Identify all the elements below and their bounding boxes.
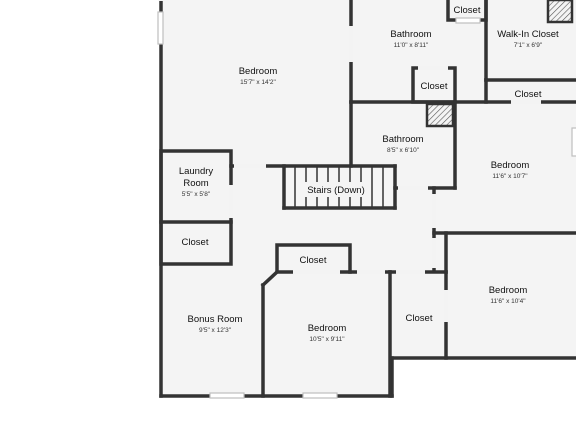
label-bedroom-right-lower: Bedroom: [489, 285, 528, 296]
label-bathroom-mid: Bathroom: [382, 134, 423, 145]
label-walkin-closet: Walk-In Closet: [497, 29, 559, 40]
windows: [157, 11, 576, 399]
dim-bonus-room: 9'5" x 12'3": [199, 327, 232, 334]
label-bedroom-bottom: Bedroom: [308, 323, 347, 334]
dim-bathroom-top: 11'0" x 8'11": [394, 42, 429, 49]
label-bathroom-top: Bathroom: [390, 29, 431, 40]
label-closet-bottom: Closet: [406, 313, 433, 324]
room-labels: Bedroom 15'7" x 14'2" Bathroom 11'0" x 8…: [179, 5, 559, 343]
label-closet-hall: Closet: [300, 255, 327, 266]
label-bedroom-right-upper: Bedroom: [491, 160, 530, 171]
label-closet-top: Closet: [454, 5, 481, 16]
label-bedroom-main: Bedroom: [239, 66, 278, 77]
dim-bedroom-bottom: 10'5" x 9'11": [309, 336, 345, 343]
floor-fill: [160, 0, 576, 398]
hatched-chase-icons: [425, 0, 574, 128]
dim-bathroom-mid: 8'5" x 6'10": [387, 147, 420, 154]
label-laundry-line1: Laundry: [179, 166, 214, 177]
hatch-icon: [546, 0, 574, 24]
label-bonus-room: Bonus Room: [188, 314, 243, 325]
dim-bedroom-main: 15'7" x 14'2": [240, 79, 276, 86]
dim-laundry: 5'5" x 5'8": [182, 191, 211, 198]
stairs-treads: [294, 166, 384, 207]
label-closet-laundry: Closet: [182, 237, 209, 248]
door-openings: [158, 0, 541, 322]
label-closet-mid: Closet: [421, 81, 448, 92]
dim-walkin-closet: 7'1" x 6'9": [514, 42, 543, 49]
hatch-icon: [425, 102, 455, 128]
dim-bedroom-right-lower: 11'6" x 10'4": [490, 298, 526, 305]
label-closet-right: Closet: [515, 89, 542, 100]
label-laundry-line2: Room: [183, 178, 208, 189]
dim-bedroom-right-upper: 11'6" x 10'7": [492, 173, 528, 180]
label-stairs: Stairs (Down): [307, 185, 365, 196]
